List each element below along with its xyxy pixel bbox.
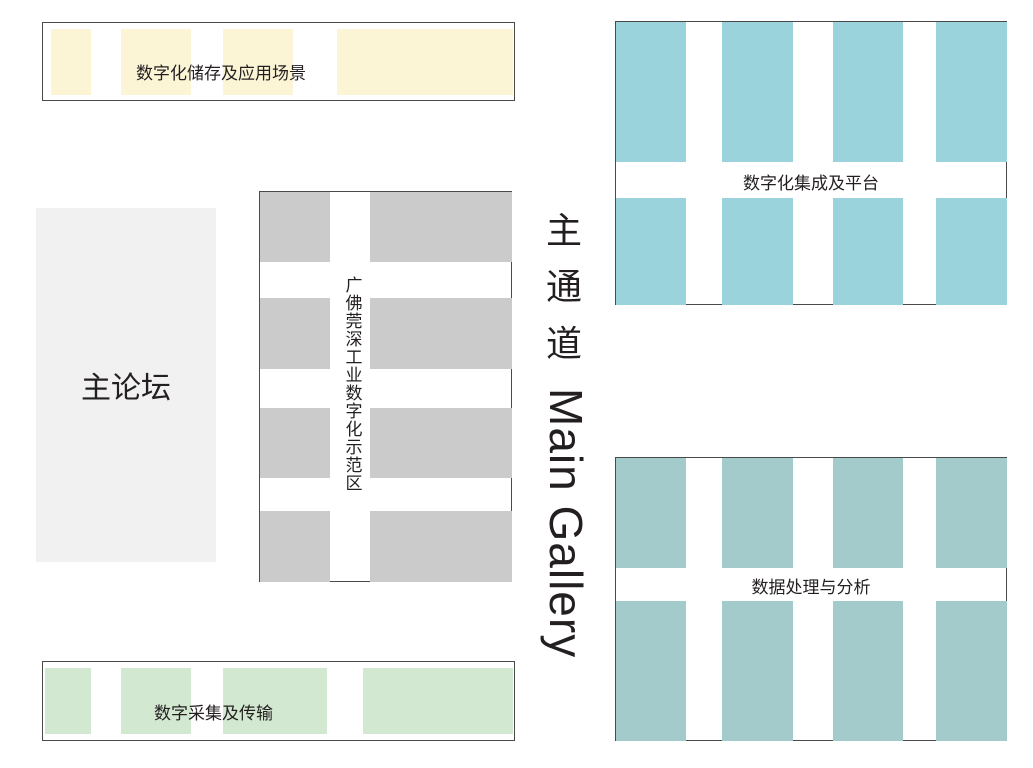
zone-collection[interactable]: 数字采集及传输 bbox=[42, 661, 515, 741]
zone-processing[interactable]: 数据处理与分析 bbox=[615, 457, 1007, 741]
booth-block bbox=[722, 458, 793, 568]
booth-block bbox=[121, 668, 191, 734]
booth-block bbox=[260, 192, 330, 262]
booth-block bbox=[616, 601, 686, 741]
booth-block bbox=[936, 198, 1007, 305]
booth-block bbox=[223, 668, 327, 734]
booth-block bbox=[121, 29, 191, 95]
booth-block bbox=[722, 22, 793, 162]
booth-block bbox=[51, 29, 91, 95]
booth-block bbox=[722, 601, 793, 741]
booth-block bbox=[833, 22, 903, 162]
booth-block bbox=[260, 298, 330, 369]
booth-block bbox=[370, 511, 512, 582]
booth-block bbox=[370, 298, 512, 369]
booth-block bbox=[370, 408, 512, 478]
booth-block bbox=[337, 29, 513, 95]
booth-block bbox=[370, 192, 512, 262]
booth-block bbox=[936, 22, 1007, 162]
booth-block bbox=[833, 198, 903, 305]
zone-forum-label: 主论坛 bbox=[81, 371, 171, 406]
zone-forum[interactable]: 主论坛 bbox=[36, 208, 216, 562]
zone-integration[interactable]: 数字化集成及平台 bbox=[615, 21, 1007, 305]
booth-block bbox=[616, 22, 686, 162]
zone-integration-label: 数字化集成及平台 bbox=[743, 174, 879, 194]
booth-block bbox=[936, 458, 1007, 568]
booth-block bbox=[936, 601, 1007, 741]
booth-block bbox=[833, 458, 903, 568]
main-gallery-cn-char: 主 bbox=[545, 211, 582, 252]
zone-demo-label: 广佛莞深工业数字化示范区 bbox=[341, 276, 362, 492]
booth-block bbox=[260, 511, 330, 582]
booth-block bbox=[616, 458, 686, 568]
zone-storage[interactable]: 数字化储存及应用场景 bbox=[42, 22, 515, 101]
booth-block bbox=[616, 198, 686, 305]
main-gallery-en: Main Gallery bbox=[540, 388, 592, 659]
booth-block bbox=[363, 668, 513, 734]
booth-block bbox=[833, 601, 903, 741]
booth-block bbox=[223, 29, 293, 95]
booth-block bbox=[45, 668, 91, 734]
zone-storage-label: 数字化储存及应用场景 bbox=[136, 64, 306, 84]
booth-block bbox=[260, 408, 330, 478]
zone-processing-label: 数据处理与分析 bbox=[751, 578, 871, 598]
main-gallery-cn-char: 通 bbox=[545, 267, 582, 308]
zone-collection-label: 数字采集及传输 bbox=[154, 704, 273, 724]
zone-demo[interactable]: 广佛莞深工业数字化示范区 bbox=[259, 191, 512, 582]
main-gallery-cn-char: 道 bbox=[545, 324, 582, 365]
booth-block bbox=[722, 198, 793, 305]
